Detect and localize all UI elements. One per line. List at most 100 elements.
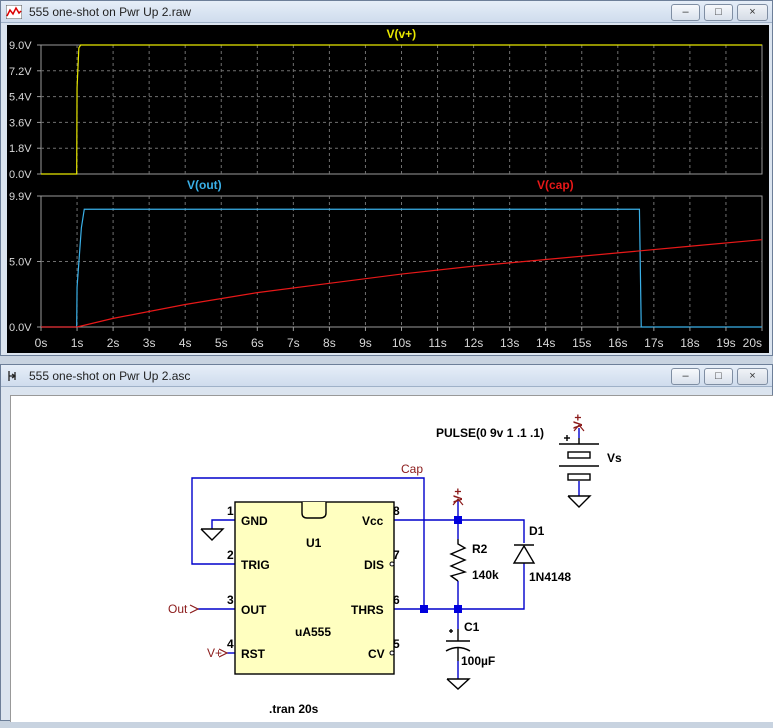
pin-number: 3 bbox=[227, 593, 234, 607]
pin-dot bbox=[389, 561, 395, 567]
x-tick-label: 2s bbox=[107, 336, 120, 350]
ground-icon bbox=[446, 678, 471, 690]
x-tick-label: 9s bbox=[359, 336, 372, 350]
pin-number: 6 bbox=[393, 593, 400, 607]
x-tick-label: 15s bbox=[572, 336, 591, 350]
close-button[interactable]: × bbox=[737, 4, 768, 21]
minimize-button[interactable]: – bbox=[671, 368, 700, 385]
x-tick-label: 8s bbox=[323, 336, 336, 350]
tran-directive[interactable]: .tran 20s bbox=[269, 702, 319, 716]
x-tick-label: 7s bbox=[287, 336, 300, 350]
waveform-plot-area[interactable]: 9.0V 7.2V 5.4V 3.6V 1.8V 0.0V V(v+) 9.9V 5.0V 0.0… bbox=[7, 25, 769, 353]
resistor-r2-icon[interactable] bbox=[449, 539, 468, 582]
arrow-icon bbox=[189, 604, 200, 614]
x-tick-label: 17s bbox=[644, 336, 663, 350]
y-tick-label: 7.2V bbox=[9, 66, 32, 78]
capacitor-c1-icon[interactable] bbox=[445, 629, 471, 661]
d1-ref: D1 bbox=[529, 524, 545, 538]
y-tick-label: 5.4V bbox=[9, 92, 32, 104]
pin-label-cv: CV bbox=[368, 647, 385, 661]
waveform-window[interactable]: 555 one-shot on Pwr Up 2.raw – □ × 9.0V 7… bbox=[0, 0, 773, 356]
series-line-vv[interactable] bbox=[41, 44, 762, 175]
schematic-canvas[interactable]: GND TRIG OUT RST Vcc DIS THRS CV U1 uA55… bbox=[10, 395, 773, 722]
y-tick-label: 0.0V bbox=[9, 322, 32, 334]
x-tick-label: 18s bbox=[680, 336, 699, 350]
ic-ref: U1 bbox=[306, 536, 322, 550]
x-tick-label: 19s bbox=[716, 336, 735, 350]
vs-vplus-flag-label: V+ bbox=[571, 414, 585, 429]
maximize-button[interactable]: □ bbox=[704, 368, 733, 385]
junction bbox=[454, 605, 462, 613]
waveform-plots[interactable]: 9.0V 7.2V 5.4V 3.6V 1.8V 0.0V V(v+) 9.9V 5.0V 0.0… bbox=[7, 25, 769, 353]
vs-name: Vs bbox=[607, 451, 622, 465]
net-label-cap: Cap bbox=[401, 462, 423, 476]
x-tick-label: 14s bbox=[536, 336, 555, 350]
series-legend-label[interactable]: V(v+) bbox=[387, 27, 417, 41]
y-tick-label: 0.0V bbox=[9, 169, 32, 181]
pin-label-thrs: THRS bbox=[351, 603, 384, 617]
vplus-flag-icon bbox=[573, 424, 585, 432]
maximize-button[interactable]: □ bbox=[704, 4, 733, 21]
pin-label-dis: DIS bbox=[364, 558, 384, 572]
junction bbox=[420, 605, 428, 613]
ground-icon bbox=[200, 528, 225, 541]
x-tick-label: 20s bbox=[743, 336, 762, 350]
d1-value: 1N4148 bbox=[529, 570, 571, 584]
y-tick-label: 9.9V bbox=[9, 191, 32, 203]
diode-d1-icon[interactable] bbox=[512, 544, 536, 564]
ic-part: uA555 bbox=[295, 625, 331, 639]
series-legend-label[interactable]: V(cap) bbox=[537, 178, 574, 192]
x-tick-label: 10s bbox=[392, 336, 411, 350]
y-tick-label: 1.8V bbox=[9, 143, 32, 155]
pin-number: 7 bbox=[393, 548, 400, 562]
pin-label-trig: TRIG bbox=[241, 558, 270, 572]
waveform-window-title: 555 one-shot on Pwr Up 2.raw bbox=[29, 5, 192, 19]
pin-label-out: OUT bbox=[241, 603, 267, 617]
arrow-icon bbox=[218, 648, 229, 658]
x-tick-label: 1s bbox=[71, 336, 84, 350]
pin-number: 5 bbox=[393, 637, 400, 651]
schematic-drawing[interactable]: GND TRIG OUT RST Vcc DIS THRS CV U1 uA55… bbox=[11, 396, 773, 723]
pin-number: 4 bbox=[227, 637, 234, 651]
voltage-source-vs-icon[interactable] bbox=[559, 435, 599, 481]
close-button[interactable]: × bbox=[737, 368, 768, 385]
y-tick-label: 5.0V bbox=[9, 257, 32, 269]
x-tick-label: 16s bbox=[608, 336, 627, 350]
pin-number: 2 bbox=[227, 548, 234, 562]
y-tick-label: 3.6V bbox=[9, 117, 32, 129]
x-tick-label: 5s bbox=[215, 336, 228, 350]
r2-ref: R2 bbox=[472, 542, 488, 556]
series-line-vout[interactable] bbox=[41, 208, 762, 328]
x-tick-label: 4s bbox=[179, 336, 192, 350]
source-params: PULSE(0 9v 1 .1 .1) bbox=[436, 426, 544, 440]
waveform-icon bbox=[6, 5, 22, 19]
pin-label-vcc: Vcc bbox=[362, 514, 384, 528]
net-label-out: Out bbox=[168, 602, 188, 616]
junction bbox=[454, 516, 462, 524]
c1-ref: C1 bbox=[464, 620, 480, 634]
vplus-flag-icon bbox=[452, 498, 464, 506]
schematic-window[interactable]: 555 one-shot on Pwr Up 2.asc – □ × bbox=[0, 364, 773, 722]
schematic-icon bbox=[8, 371, 17, 381]
net-label-vplus: V+ bbox=[207, 646, 222, 660]
x-tick-label: 6s bbox=[251, 336, 264, 350]
ic-u1-body[interactable] bbox=[234, 501, 395, 675]
x-tick-label: 12s bbox=[464, 336, 483, 350]
schematic-titlebar[interactable]: 555 one-shot on Pwr Up 2.asc – □ × bbox=[1, 365, 772, 387]
y-tick-label: 9.0V bbox=[9, 40, 32, 52]
waveform-titlebar[interactable]: 555 one-shot on Pwr Up 2.raw – □ × bbox=[1, 1, 772, 23]
pin-label-gnd: GND bbox=[241, 514, 268, 528]
r2-value: 140k bbox=[472, 568, 499, 582]
pin-number: 8 bbox=[393, 504, 400, 518]
x-tick-label: 13s bbox=[500, 336, 519, 350]
series-legend-label[interactable]: V(out) bbox=[187, 178, 222, 192]
vplus-flag-label: V+ bbox=[451, 488, 465, 503]
series-line-vcap[interactable] bbox=[41, 239, 763, 328]
ic-notch bbox=[301, 502, 327, 519]
c1-value: 100µF bbox=[461, 654, 495, 668]
schematic-window-title: 555 one-shot on Pwr Up 2.asc bbox=[29, 369, 191, 383]
ground-icon bbox=[567, 495, 592, 508]
x-tick-label: 3s bbox=[143, 336, 156, 350]
minimize-button[interactable]: – bbox=[671, 4, 700, 21]
pin-label-rst: RST bbox=[241, 647, 266, 661]
